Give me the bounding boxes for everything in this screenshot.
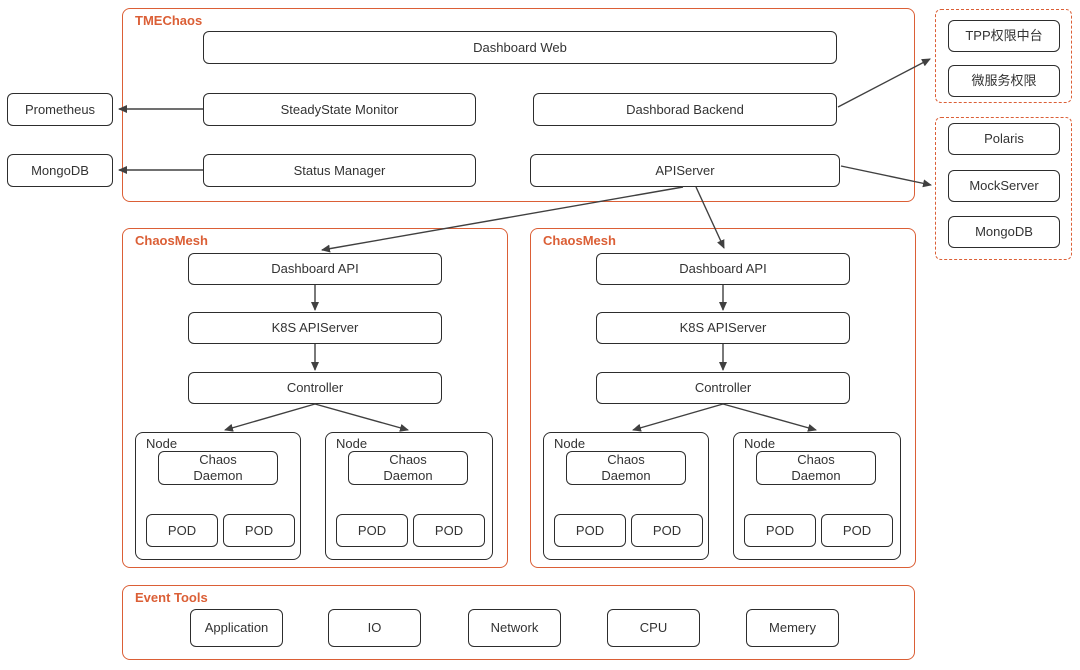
chaos-daemon-box: Chaos Daemon: [756, 451, 876, 485]
chaosmesh-left-container: ChaosMesh: [122, 228, 508, 568]
node-label: Node: [336, 436, 368, 451]
event-tools-label: Event Tools: [135, 590, 208, 605]
prometheus-box: Prometheus: [7, 93, 113, 126]
node-label: Node: [146, 436, 178, 451]
dashboard-api-box-left: Dashboard API: [188, 253, 442, 285]
node-box: Node Chaos Daemon POD POD: [325, 432, 493, 560]
auth-group: [935, 9, 1072, 103]
chaosmesh-cluster-left: ChaosMesh Dashboard API K8S APIServer Co…: [122, 228, 508, 568]
chaosmesh-left-label: ChaosMesh: [135, 233, 208, 248]
pod-box: POD: [554, 514, 626, 547]
chaos-daemon-box: Chaos Daemon: [566, 451, 686, 485]
steadystate-monitor-box: SteadyState Monitor: [203, 93, 476, 126]
node-box: Node Chaos Daemon POD POD: [733, 432, 901, 560]
pod-box: POD: [223, 514, 295, 547]
microservice-auth-box: 微服务权限: [948, 65, 1060, 97]
pod-box: POD: [744, 514, 816, 547]
service-group: [935, 117, 1072, 260]
polaris-box: Polaris: [948, 123, 1060, 155]
pod-box: POD: [336, 514, 408, 547]
event-tools-container: Event Tools: [122, 585, 915, 660]
node-label: Node: [554, 436, 586, 451]
dashboard-api-box-right: Dashboard API: [596, 253, 850, 285]
event-tool-network-box: Network: [468, 609, 561, 647]
tpp-auth-box: TPP权限中台: [948, 20, 1060, 52]
mockserver-box: MockServer: [948, 170, 1060, 202]
pod-box: POD: [146, 514, 218, 547]
mongodb-box: MongoDB: [7, 154, 113, 187]
event-tool-io-box: IO: [328, 609, 421, 647]
status-manager-box: Status Manager: [203, 154, 476, 187]
dashboard-web-box: Dashboard Web: [203, 31, 837, 64]
event-tool-application-box: Application: [190, 609, 283, 647]
pod-box: POD: [413, 514, 485, 547]
chaosmesh-cluster-right: ChaosMesh Dashboard API K8S APIServer Co…: [530, 228, 916, 568]
apiserver-box: APIServer: [530, 154, 840, 187]
chaosmesh-right-label: ChaosMesh: [543, 233, 616, 248]
dashborad-backend-box: Dashborad Backend: [533, 93, 837, 126]
controller-box-right: Controller: [596, 372, 850, 404]
pod-box: POD: [821, 514, 893, 547]
mongodb2-box: MongoDB: [948, 216, 1060, 248]
event-tool-cpu-box: CPU: [607, 609, 700, 647]
chaos-daemon-box: Chaos Daemon: [348, 451, 468, 485]
node-label: Node: [744, 436, 776, 451]
tmechaos-label: TMEChaos: [135, 13, 203, 28]
k8s-apiserver-box-left: K8S APIServer: [188, 312, 442, 344]
pod-box: POD: [631, 514, 703, 547]
node-box: Node Chaos Daemon POD POD: [543, 432, 709, 560]
event-tool-memery-box: Memery: [746, 609, 839, 647]
chaos-daemon-box: Chaos Daemon: [158, 451, 278, 485]
node-box: Node Chaos Daemon POD POD: [135, 432, 301, 560]
k8s-apiserver-box-right: K8S APIServer: [596, 312, 850, 344]
controller-box-left: Controller: [188, 372, 442, 404]
